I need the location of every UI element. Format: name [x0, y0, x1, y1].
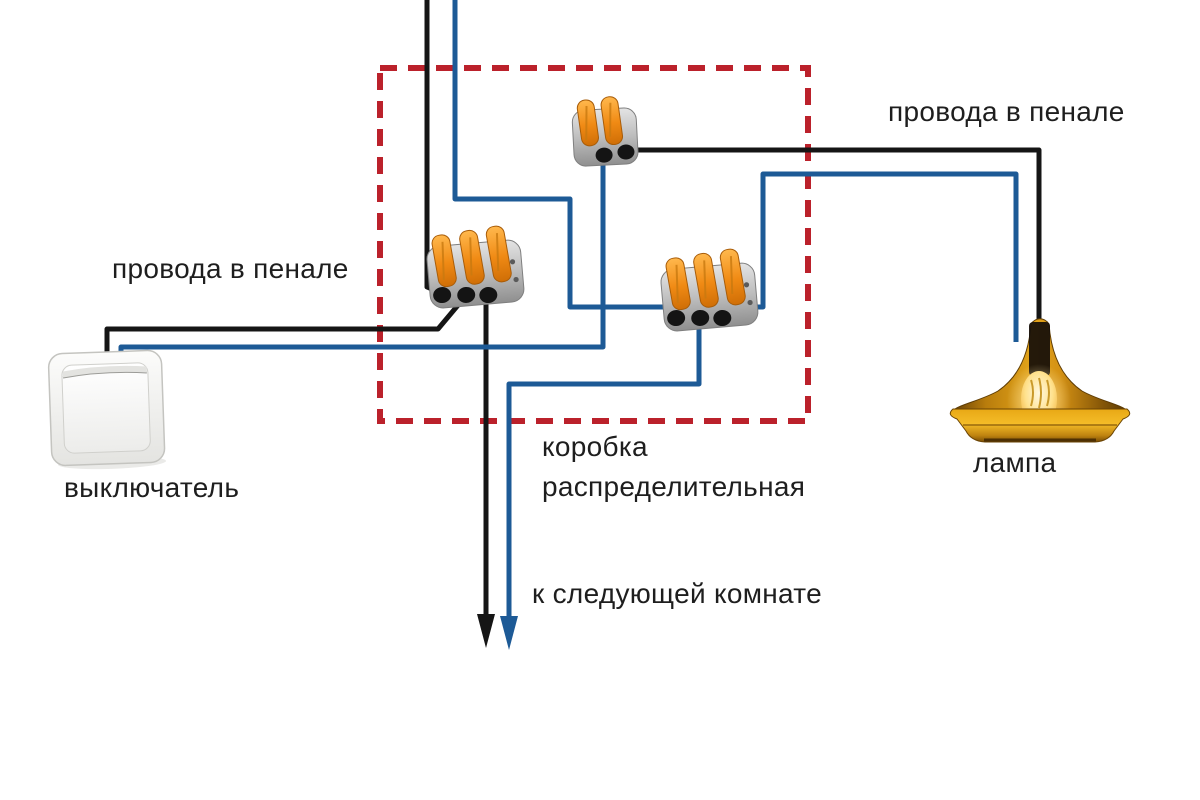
label-switch: выключатель: [64, 472, 240, 503]
junction-box-outline: [377, 65, 811, 424]
lamp-socket: [1029, 322, 1050, 376]
wire-neutral-next-room: [506, 315, 702, 620]
lamp-filament: [1030, 377, 1050, 409]
label-lamp: лампа: [973, 447, 1057, 478]
switch-rocker-top: [62, 365, 147, 378]
wires-neutral-blue: [118, 0, 1019, 620]
pendant-lamp: [949, 318, 1131, 443]
arrow-blue-next-room: [500, 616, 518, 650]
wago-connector-3port-right: [657, 245, 760, 334]
wago-connector-3port-left: [423, 222, 526, 311]
wire-live-to-lamp: [628, 147, 1042, 330]
wire-live-to-switch: [104, 296, 466, 352]
wire-neutral-switched: [118, 153, 606, 353]
wago-connector-2port: [570, 93, 640, 168]
switch-rocker: [61, 362, 151, 454]
label-conduit-right: провода в пенале: [888, 96, 1125, 127]
label-next-room: к следующей комнате: [532, 578, 822, 609]
arrow-black-next-room: [477, 614, 495, 648]
light-switch: [47, 349, 166, 470]
label-junction-box-line1: коробка: [542, 431, 648, 462]
label-junction-box-line2: распределительная: [542, 471, 806, 502]
label-conduit-left: провода в пенале: [112, 253, 349, 284]
